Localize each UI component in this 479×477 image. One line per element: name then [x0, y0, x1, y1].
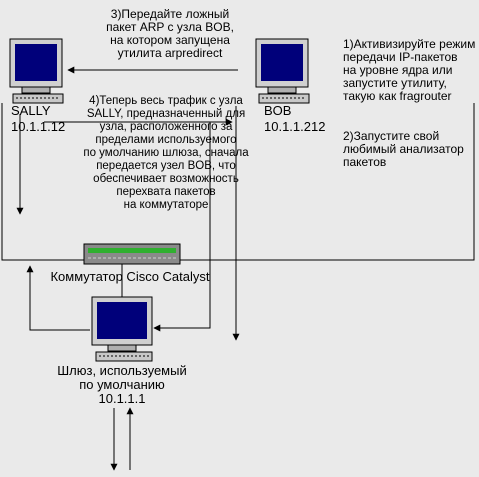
switch-label: Коммутатор Cisco Catalyst — [50, 269, 210, 284]
cisco-switch-icon — [83, 243, 181, 265]
step1-annotation: 1)Активизируйте режим передачи IP-пакето… — [343, 37, 476, 103]
bob-name: BOB — [264, 103, 292, 118]
bob-computer-icon — [255, 38, 310, 104]
step4-annotation: 4)Теперь весь трафик с узла SALLY, предн… — [83, 95, 249, 211]
step2-annotation: 2)Запустите свой любимый анализатор паке… — [343, 129, 464, 169]
sally-ip: 10.1.1.12 — [11, 119, 66, 134]
gateway-label: Шлюз, используемый по умолчанию 10.1.1.1 — [57, 363, 187, 406]
network-cables — [1, 103, 475, 297]
bob-ip: 10.1.1.212 — [264, 119, 326, 134]
sally-computer-icon — [9, 38, 64, 104]
sally-name: SALLY — [11, 103, 51, 118]
gateway-computer-icon — [91, 296, 153, 362]
bob-to-gateway-arrow — [153, 122, 211, 332]
gateway-return-arrow — [26, 265, 90, 331]
step3-annotation: 3)Передайте ложный пакет ARP с узла BOB,… — [106, 7, 234, 60]
